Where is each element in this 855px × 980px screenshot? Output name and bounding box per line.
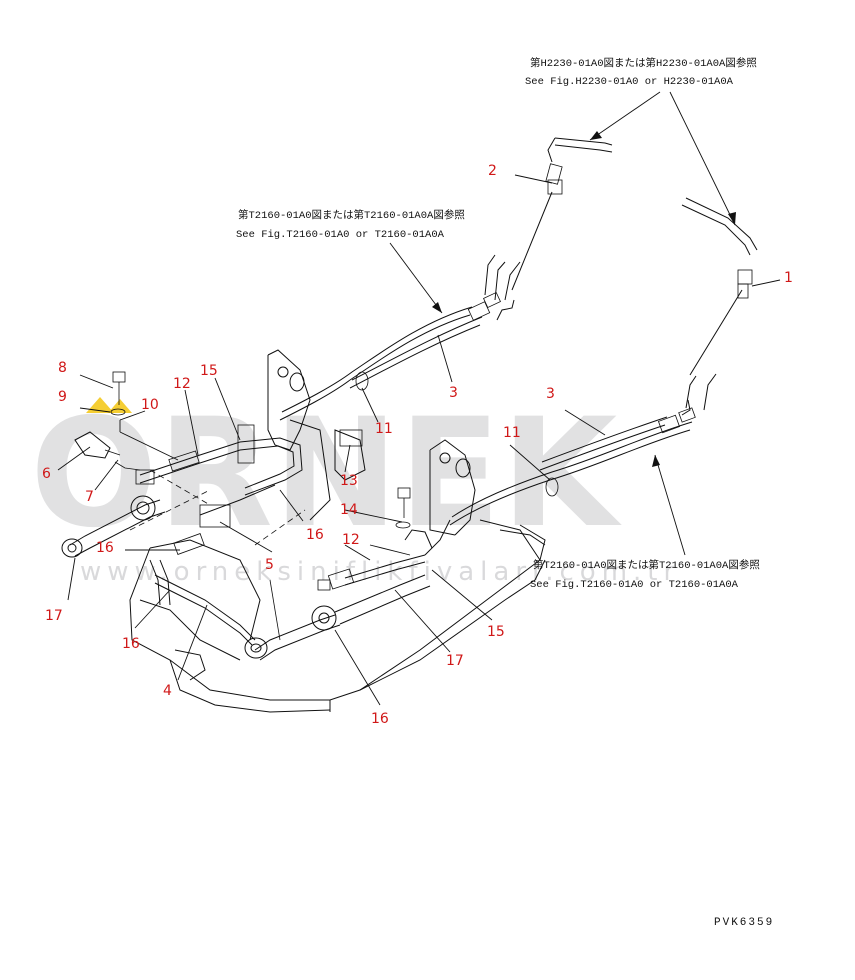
callout-5: 5 — [265, 557, 274, 573]
callout-7: 7 — [85, 489, 94, 505]
watermark-accent-mark — [86, 397, 114, 413]
callout-numbers: 1 2 3 3 4 5 6 7 8 9 10 11 11 12 12 13 14… — [42, 163, 793, 727]
callout-16-left: 16 — [96, 540, 114, 556]
reference-arrows — [389, 91, 736, 556]
callout-15-left: 15 — [200, 363, 218, 379]
small-parts — [74, 371, 411, 546]
callout-3-lower: 3 — [546, 386, 555, 402]
watermark-url: www.orneksiniflikfivalari.com.tr — [80, 557, 680, 587]
hose-lines — [139, 191, 743, 646]
callout-2: 2 — [488, 163, 497, 179]
reference-h2230-en: See Fig.H2230-01A0 or H2230-01A0A — [525, 76, 734, 88]
callout-8: 8 — [58, 360, 67, 376]
reference-t2160-upper-en: See Fig.T2160-01A0 or T2160-01A0A — [236, 229, 445, 241]
drawing-code: PVK6359 — [714, 917, 774, 929]
machine-frame — [129, 349, 546, 713]
callout-15-right: 15 — [487, 624, 505, 640]
leader-lines — [57, 174, 781, 706]
reference-t2160-lower: 第T2160-01A0図または第T2160-01A0A図参照 See Fig.T… — [530, 558, 760, 591]
reference-t2160-upper: 第T2160-01A0図または第T2160-01A0A図参照 See Fig.T… — [236, 208, 465, 241]
callout-3-upper: 3 — [449, 385, 458, 401]
callout-13: 13 — [340, 473, 358, 489]
callout-1: 1 — [784, 270, 793, 286]
upper-fittings — [545, 137, 758, 299]
watermark: ORNEK www.orneksiniflikfivalari.com.tr — [30, 387, 680, 587]
callout-17-right: 17 — [446, 653, 464, 669]
callout-11-lower: 11 — [503, 425, 521, 441]
callout-16-mid: 16 — [306, 527, 324, 543]
callout-10: 10 — [141, 397, 159, 413]
reference-h2230: 第H2230-01A0図または第H2230-01A0A図参照 See Fig.H… — [525, 56, 757, 88]
callout-16-lower-left: 16 — [122, 636, 140, 652]
callout-17-left: 17 — [45, 608, 63, 624]
reference-t2160-lower-en: See Fig.T2160-01A0 or T2160-01A0A — [530, 579, 739, 591]
reference-h2230-jp: 第H2230-01A0図または第H2230-01A0A図参照 — [530, 56, 757, 70]
reference-t2160-upper-jp: 第T2160-01A0図または第T2160-01A0A図参照 — [238, 208, 465, 222]
callout-14: 14 — [340, 502, 358, 518]
callout-12-right: 12 — [342, 532, 360, 548]
callout-16-bottom: 16 — [371, 711, 389, 727]
reference-t2160-lower-jp: 第T2160-01A0図または第T2160-01A0A図参照 — [533, 558, 760, 572]
callout-4: 4 — [163, 683, 172, 699]
callout-12-left: 12 — [173, 376, 191, 392]
callout-6: 6 — [42, 466, 51, 482]
callout-9: 9 — [58, 389, 67, 405]
tie-rod-assembly — [61, 495, 431, 661]
callout-11-upper: 11 — [375, 421, 393, 437]
